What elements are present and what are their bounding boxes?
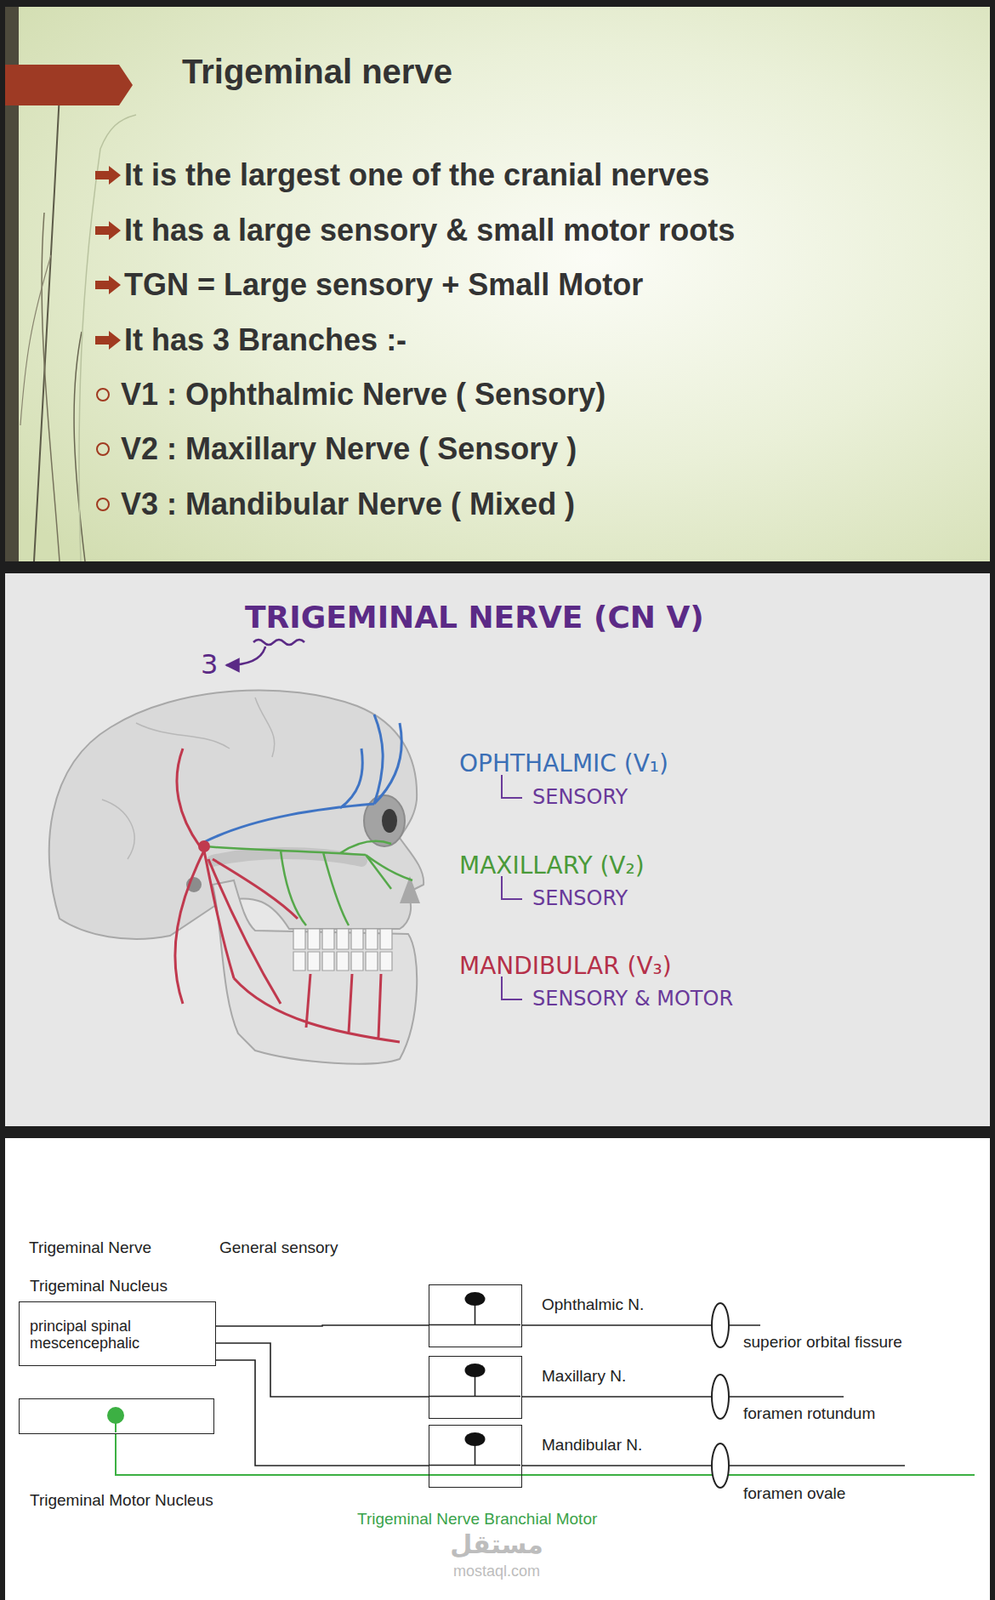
foramen-oval: superior orbital fissure bbox=[710, 1302, 730, 1348]
ophthalmic-nerve-drawing bbox=[204, 714, 402, 842]
nerve-name: Ophthalmic N. bbox=[541, 1295, 644, 1314]
nerve-connector bbox=[522, 1464, 712, 1467]
nerve-connector bbox=[216, 1324, 429, 1326]
maxillary-nerve-drawing bbox=[204, 841, 413, 926]
schema-panel bbox=[5, 1137, 990, 1600]
branch-bracket bbox=[501, 976, 523, 1000]
foramen-name: foramen ovale bbox=[743, 1483, 846, 1503]
nerve-line-stub bbox=[727, 1473, 975, 1476]
nerve-connector bbox=[115, 1433, 713, 1475]
foramen-ellipse bbox=[711, 1443, 729, 1488]
grass-line bbox=[20, 255, 52, 426]
wavy-underline bbox=[253, 639, 305, 645]
foramen-ellipse bbox=[711, 1374, 729, 1419]
branch-bracket bbox=[501, 774, 523, 798]
slide-title: Trigeminal nerve bbox=[181, 51, 453, 92]
motor-neuron-dot bbox=[107, 1406, 125, 1424]
bullet-circle bbox=[96, 388, 109, 401]
modality-text: SENSORY & MOTOR bbox=[532, 986, 734, 1012]
foramen-outline bbox=[710, 1373, 730, 1420]
foramen-outline bbox=[710, 1442, 730, 1489]
bullet-arrow bbox=[95, 330, 121, 350]
neuron-body bbox=[465, 1291, 486, 1306]
nerve-connector bbox=[522, 1324, 712, 1326]
mandibular-nerve-drawing bbox=[175, 748, 400, 1042]
callout-number: 3 bbox=[200, 648, 218, 681]
nerve-line-stub bbox=[728, 1464, 905, 1467]
bullet-arrow bbox=[95, 275, 121, 295]
watermark: مستقل bbox=[449, 1529, 544, 1560]
foramen-name: superior orbital fissure bbox=[743, 1332, 903, 1352]
nerve-name: Maxillary N. bbox=[541, 1366, 626, 1386]
title-tab bbox=[5, 64, 133, 106]
motor-caption: Trigeminal Nerve Branchial Motor bbox=[357, 1508, 597, 1529]
box-heading: Trigeminal Nucleus bbox=[29, 1276, 168, 1296]
bullet-arrow bbox=[95, 221, 121, 240]
neuron-body bbox=[465, 1432, 486, 1446]
sub-bullet-text: V2 : Maxillary Nerve ( Sensory ) bbox=[120, 430, 577, 467]
nerve-name: Mandibular N. bbox=[541, 1435, 643, 1455]
modality-text: SENSORY bbox=[532, 784, 628, 810]
eye bbox=[381, 808, 398, 833]
diagram-heading: Trigeminal Nerve bbox=[28, 1237, 152, 1257]
neuron-body bbox=[465, 1363, 486, 1377]
sub-bullet-text: V3 : Mandibular Nerve ( Mixed ) bbox=[120, 485, 575, 523]
branch-name: MANDIBULAR (V₃) bbox=[459, 951, 672, 981]
nerve-connector bbox=[216, 1359, 429, 1466]
watermark: mostaql.com bbox=[453, 1561, 541, 1581]
foramen-name: foramen rotundum bbox=[743, 1404, 876, 1423]
branch-name: MAXILLARY (V₂) bbox=[459, 851, 645, 881]
lower-teeth bbox=[293, 951, 393, 971]
bullet-text: It is the largest one of the cranial ner… bbox=[124, 156, 710, 194]
foramen-ellipse bbox=[711, 1302, 729, 1348]
ganglion-symbol bbox=[429, 1356, 521, 1417]
bullet-arrow bbox=[95, 165, 121, 185]
diagram-heading: General sensory bbox=[219, 1237, 338, 1257]
sub-bullet-text: V1 : Ophthalmic Nerve ( Sensory) bbox=[120, 375, 606, 413]
ganglion-symbol bbox=[429, 1284, 521, 1346]
nerve-line-stub bbox=[728, 1395, 844, 1398]
nucleus-list: principal spinal mescencephalic bbox=[29, 1317, 140, 1352]
trigeminal-ganglion bbox=[198, 840, 211, 853]
ganglion-box: Ophthalmic N. bbox=[428, 1284, 523, 1348]
nerve-line-stub bbox=[728, 1324, 761, 1326]
foramen-oval: foramen rotundum bbox=[710, 1373, 730, 1420]
branch-name: OPHTHALMIC (V₁) bbox=[459, 749, 669, 779]
ganglion-symbol bbox=[429, 1425, 521, 1486]
foramen-outline bbox=[710, 1302, 730, 1348]
nerve-connector bbox=[522, 1395, 712, 1398]
nucleus-box: Trigeminal Nucleusprincipal spinal mesce… bbox=[18, 1301, 217, 1366]
bullet-text: It has 3 Branches :- bbox=[124, 321, 407, 359]
motor-nucleus-box: Trigeminal Motor Nucleus bbox=[18, 1398, 215, 1434]
grass-line bbox=[34, 93, 60, 562]
box-heading: Trigeminal Motor Nucleus bbox=[29, 1490, 214, 1510]
grass-line bbox=[41, 212, 60, 562]
ganglion-box: Mandibular N. bbox=[428, 1424, 523, 1488]
foramen-oval: foramen ovale bbox=[710, 1442, 730, 1489]
bullet-circle bbox=[96, 443, 109, 455]
bullet-text: It has a large sensory & small motor roo… bbox=[124, 211, 735, 249]
callout-arrow bbox=[226, 646, 266, 666]
ganglion-box: Maxillary N. bbox=[428, 1355, 523, 1419]
illustration-panel bbox=[5, 573, 990, 1126]
nerve-connector bbox=[216, 1342, 429, 1397]
modality-text: SENSORY bbox=[532, 886, 628, 911]
skull-suture bbox=[102, 697, 275, 859]
bullet-text: TGN = Large sensory + Small Motor bbox=[124, 266, 643, 303]
bullet-circle bbox=[96, 498, 109, 511]
zygomatic-arch bbox=[212, 852, 362, 861]
motor-axon-stem bbox=[114, 1421, 117, 1433]
mandible bbox=[212, 880, 417, 1064]
panel-title: TRIGEMINAL NERVE (CN V) bbox=[244, 598, 705, 636]
upper-teeth bbox=[293, 928, 393, 950]
slide-panel bbox=[5, 6, 990, 562]
branch-bracket bbox=[501, 875, 523, 899]
